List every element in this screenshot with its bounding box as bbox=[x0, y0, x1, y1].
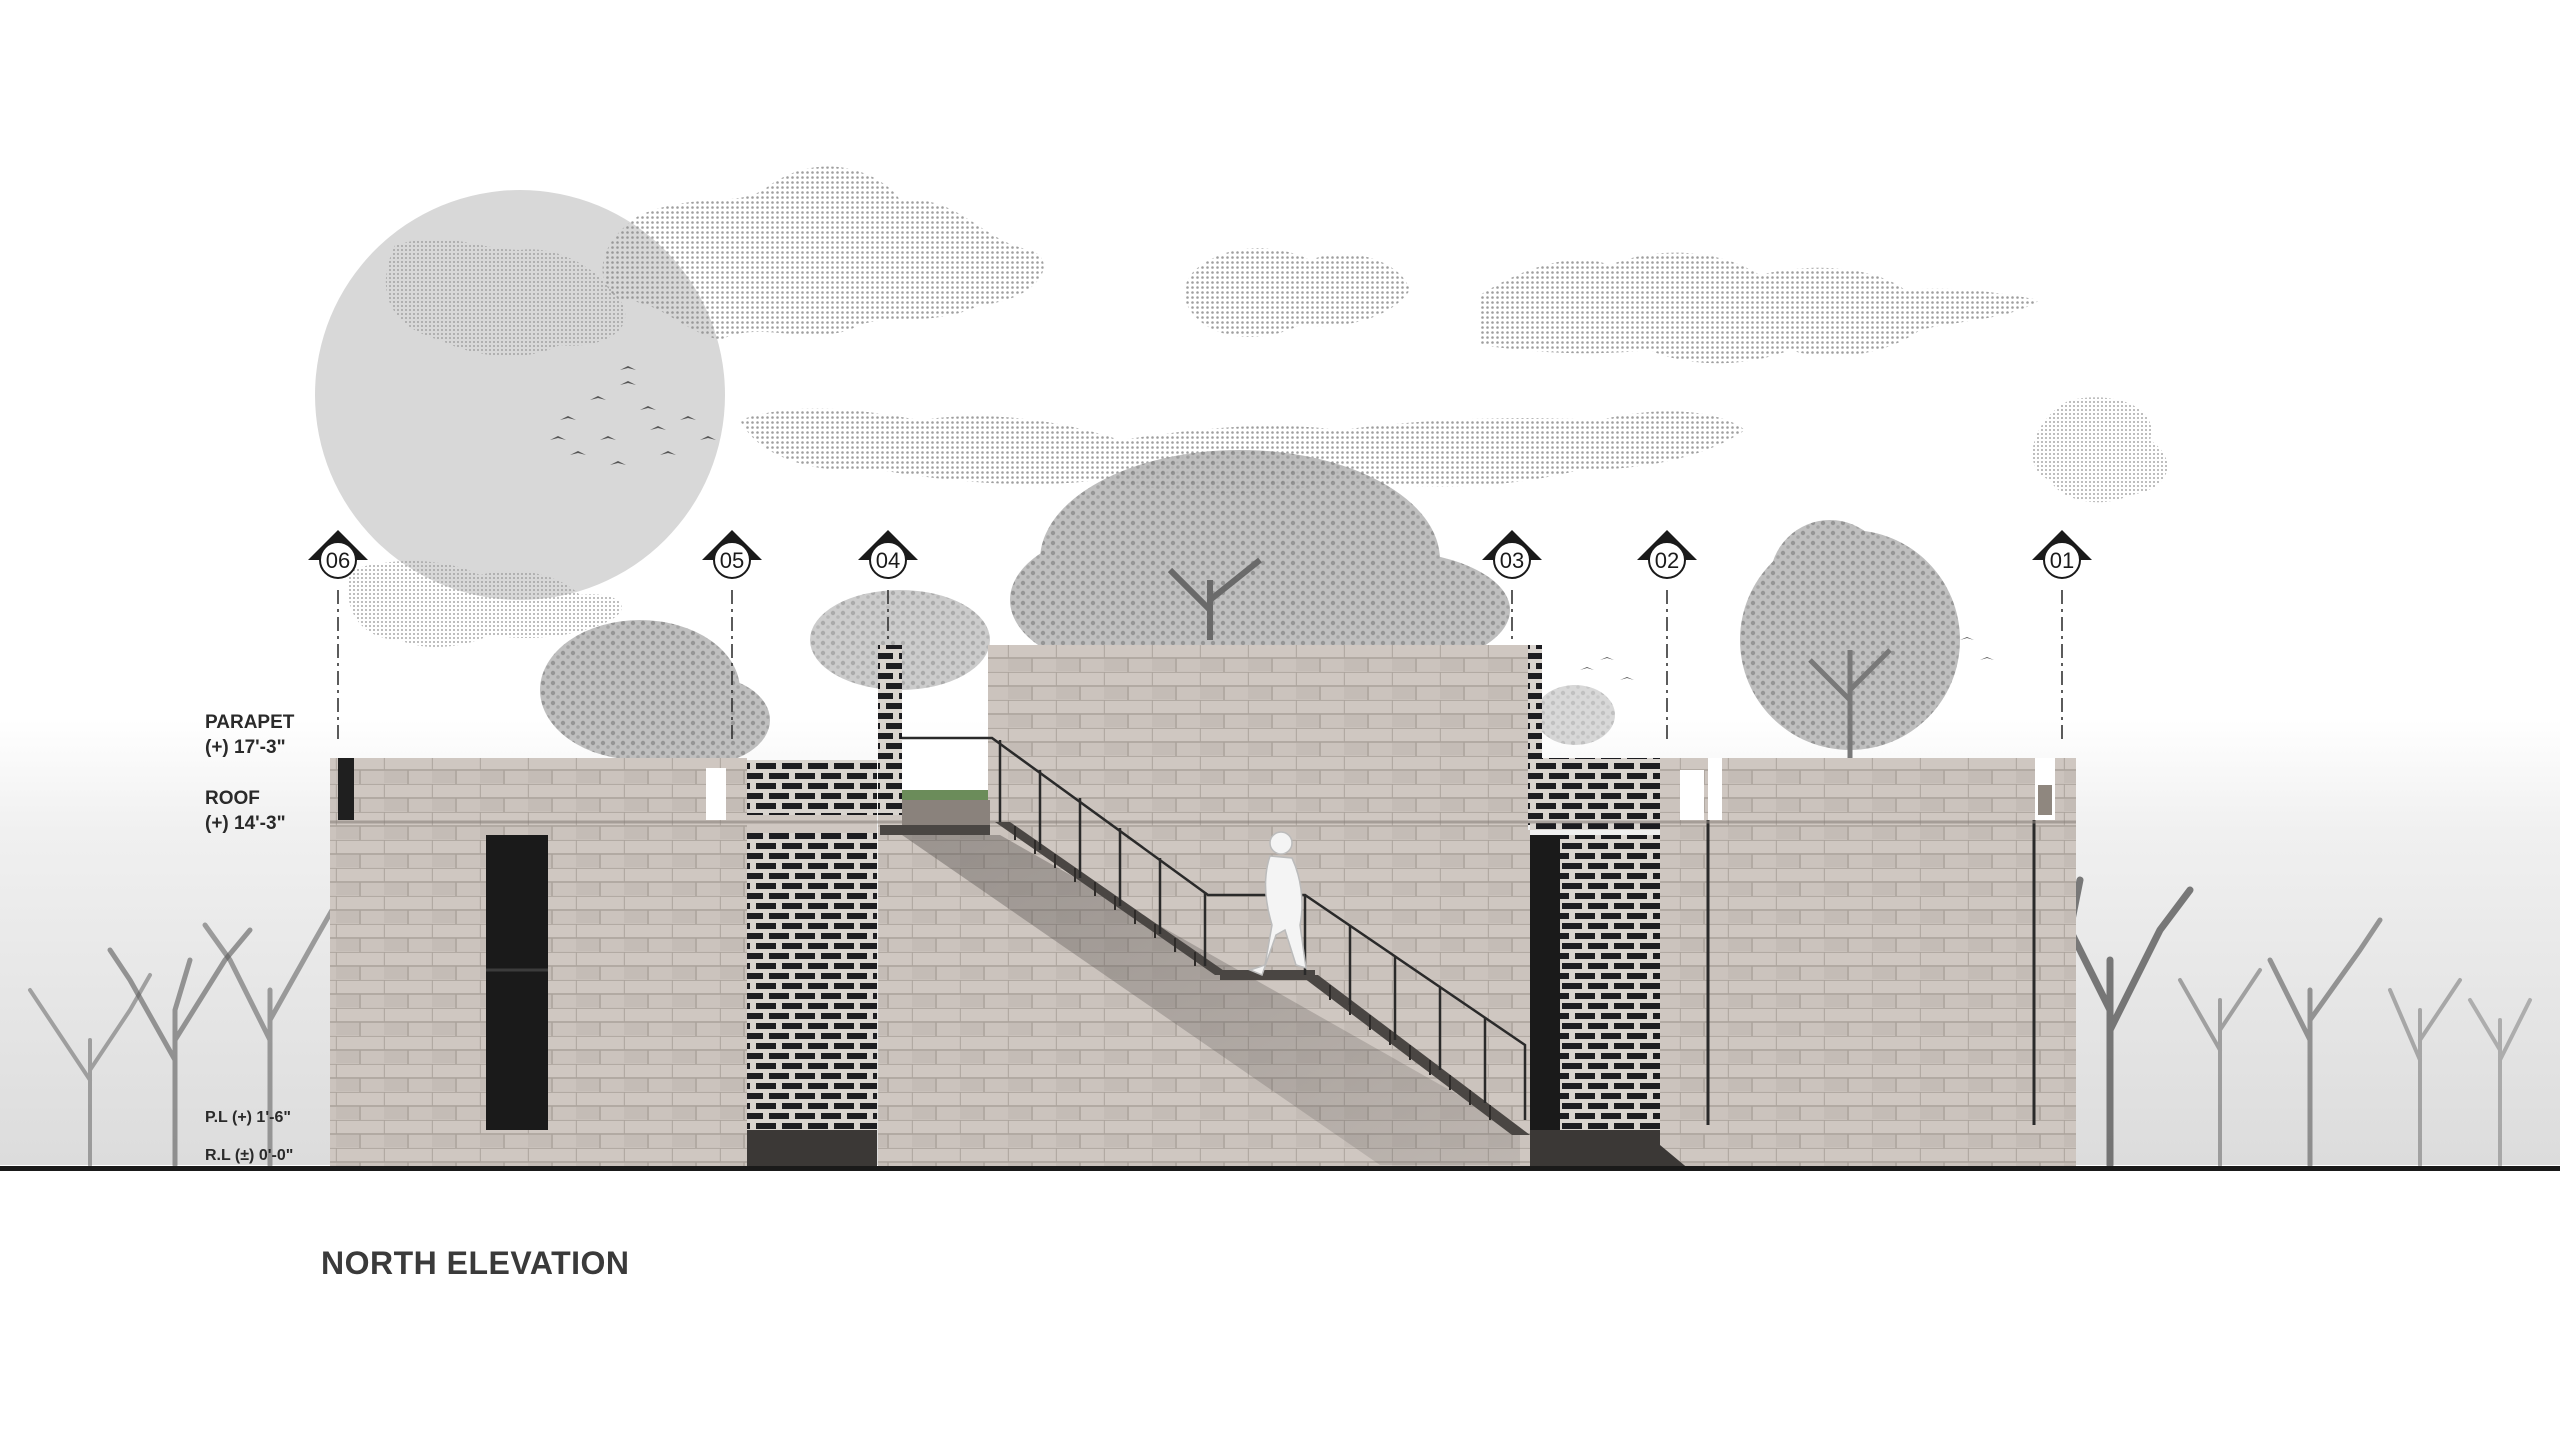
right-wall bbox=[1708, 758, 2076, 1170]
birds bbox=[550, 366, 1994, 680]
right-wall-a bbox=[1660, 758, 1708, 1170]
staircase bbox=[902, 736, 1530, 1135]
stair-shadow bbox=[902, 835, 1520, 1165]
building bbox=[330, 645, 2076, 1170]
level-roof-name: ROOF bbox=[205, 788, 260, 809]
grid-markers: 06 05 04 03 02 01 bbox=[308, 530, 2092, 579]
grid-marker-04: 04 bbox=[858, 530, 918, 579]
grid-marker-label: 04 bbox=[876, 548, 900, 573]
grid-marker-05: 05 bbox=[702, 530, 762, 579]
grid-marker-circle bbox=[713, 541, 751, 579]
ground-line bbox=[0, 1166, 2560, 1171]
grid-marker-circle bbox=[2043, 541, 2081, 579]
grid-lines bbox=[337, 590, 2063, 740]
level-road: R.L (±) 0'-0" bbox=[205, 1147, 294, 1164]
upper-block bbox=[988, 645, 1528, 830]
level-roof-value: (+) 14'-3" bbox=[205, 813, 286, 834]
level-parapet: PARAPET (+) 17'-3" bbox=[205, 710, 294, 760]
jali-screen-right-lower bbox=[1560, 835, 1660, 1135]
slot-window bbox=[486, 835, 548, 1130]
grid-marker-circle bbox=[1648, 541, 1686, 579]
grid-marker-06: 06 bbox=[308, 530, 368, 579]
jali-screen-right bbox=[1530, 758, 1660, 830]
parapet-notch-left bbox=[338, 758, 354, 820]
grid-marker-label: 02 bbox=[1655, 548, 1679, 573]
grid-marker-circle bbox=[869, 541, 907, 579]
human-figure bbox=[1247, 831, 1307, 976]
level-parapet-value: (+) 17'-3" bbox=[205, 737, 286, 758]
grid-marker-label: 03 bbox=[1500, 548, 1524, 573]
grid-marker-02: 02 bbox=[1637, 530, 1697, 579]
grid-marker-label: 01 bbox=[2050, 548, 2074, 573]
level-plinth: P.L (+) 1'-6" bbox=[205, 1109, 291, 1126]
grid-marker-label: 06 bbox=[326, 548, 350, 573]
level-roof: ROOF (+) 14'-3" bbox=[205, 786, 286, 836]
side-trees bbox=[28, 876, 2532, 1169]
grid-marker-03: 03 bbox=[1482, 530, 1542, 579]
background-trees bbox=[540, 450, 1960, 765]
grid-marker-circle bbox=[1493, 541, 1531, 579]
grid-marker-01: 01 bbox=[2032, 530, 2092, 579]
entry-steps bbox=[1535, 1145, 1690, 1170]
parapet-notch-mid bbox=[706, 768, 726, 820]
drawing-title: NORTH ELEVATION bbox=[321, 1245, 630, 1281]
grid-marker-circle bbox=[319, 541, 357, 579]
grid-marker-label: 05 bbox=[720, 548, 744, 573]
level-parapet-name: PARAPET bbox=[205, 712, 295, 733]
